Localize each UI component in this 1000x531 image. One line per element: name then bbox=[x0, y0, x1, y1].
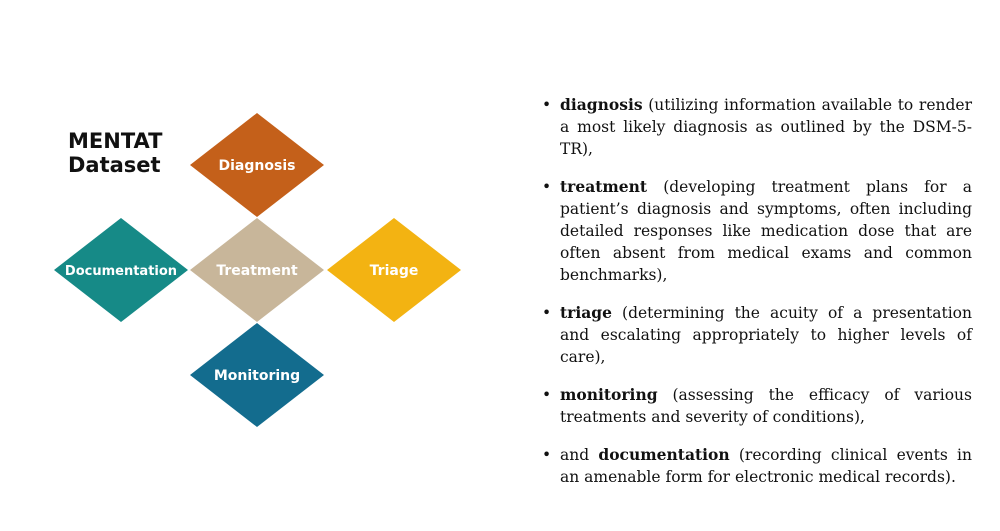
bullet-description: (assessing the efficacy of various treat… bbox=[560, 386, 972, 426]
bullet-description: (developing treatment plans for a patien… bbox=[560, 178, 972, 284]
title-line-1: MENTAT bbox=[68, 129, 163, 153]
diamond-monitoring: Monitoring bbox=[190, 323, 324, 427]
diagram-title: MENTAT Dataset bbox=[68, 129, 162, 177]
bullet-description: (utilizing information available to rend… bbox=[560, 96, 972, 158]
diamond-diagnosis: Diagnosis bbox=[190, 113, 324, 217]
bullet-term: triage bbox=[560, 303, 612, 322]
bullet-term: diagnosis bbox=[560, 95, 643, 114]
diamond-triage-label: Triage bbox=[370, 263, 419, 279]
diamond-treatment-label: Treatment bbox=[216, 263, 298, 279]
diamond-documentation: Documentation bbox=[54, 218, 188, 322]
bullet-term: monitoring bbox=[560, 385, 658, 404]
bullet-term: documentation bbox=[598, 445, 730, 464]
diamond-diagnosis-shape bbox=[190, 113, 324, 217]
diamond-monitoring-label: Monitoring bbox=[214, 368, 300, 384]
diamond-diagnosis-label: Diagnosis bbox=[219, 158, 296, 174]
bullet-documentation: and documentation (recording clinical ev… bbox=[540, 444, 972, 488]
bullet-treatment: treatment (developing treatment plans fo… bbox=[540, 176, 972, 286]
diamond-treatment-shape bbox=[190, 218, 324, 322]
diamond-documentation-shape bbox=[54, 218, 188, 322]
title-line-2: Dataset bbox=[68, 153, 161, 177]
mentat-diamond-diagram: Diagnosis Documentation Treatment Triage… bbox=[54, 113, 461, 427]
bullet-description: (recording clinical events in an amenabl… bbox=[560, 446, 972, 486]
bullet-monitoring: monitoring (assessing the efficacy of va… bbox=[540, 384, 972, 428]
diamond-triage-shape bbox=[327, 218, 461, 322]
diamond-monitoring-shape bbox=[190, 323, 324, 427]
bullet-triage: triage (determining the acuity of a pres… bbox=[540, 302, 972, 368]
diamond-triage: Triage bbox=[327, 218, 461, 322]
bullet-description: (determining the acuity of a presentatio… bbox=[560, 304, 972, 366]
bullet-diagnosis: diagnosis (utilizing information availab… bbox=[540, 94, 972, 160]
diamond-documentation-label: Documentation bbox=[65, 264, 177, 279]
task-bullet-list: diagnosis (utilizing information availab… bbox=[540, 94, 972, 504]
diamond-treatment: Treatment bbox=[190, 218, 324, 322]
bullet-prefix: and bbox=[560, 446, 599, 464]
bullet-term: treatment bbox=[560, 177, 648, 196]
